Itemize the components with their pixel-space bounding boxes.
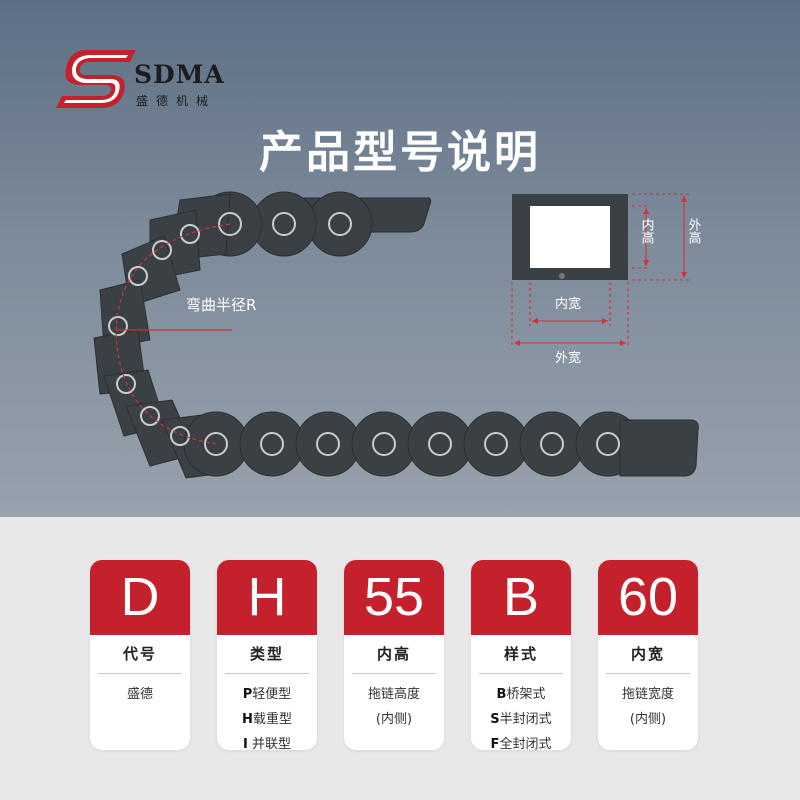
card-code: H <box>217 560 317 635</box>
card-divider <box>352 673 436 674</box>
chain-end-bracket-bottom <box>619 419 699 477</box>
outer-width-label: 外宽 <box>555 350 581 366</box>
option-item: F全封闭式 <box>490 737 552 750</box>
card-body: P轻便型 H载重型 I 并联型 <box>217 682 317 750</box>
chain-link <box>295 411 361 477</box>
inner-height-label: 内高 <box>639 217 655 244</box>
card-label: 内高 <box>376 645 411 663</box>
hero-section: SDMA 盛德机械 产品型号说明 <box>0 0 800 517</box>
page-title: 产品型号说明 <box>259 127 541 178</box>
section-side-left <box>512 194 530 280</box>
card-body: B桥架式 S半封闭式 F全封闭式 <box>471 682 571 750</box>
code-card-type: H 类型 P轻便型 H载重型 I 并联型 <box>217 560 317 750</box>
chain-link <box>407 411 473 477</box>
card-divider <box>98 673 182 674</box>
card-body: 拖链宽度 (内侧) <box>598 682 698 732</box>
chain-link <box>519 411 585 477</box>
inner-width-label: 内宽 <box>555 296 581 312</box>
card-line: 拖链高度 <box>367 687 420 702</box>
card-line: (内侧) <box>375 712 413 727</box>
card-body: 拖链高度 (内侧) <box>344 682 444 732</box>
brand-name-en: SDMA <box>134 60 225 89</box>
section-inner-space <box>530 206 610 268</box>
drag-chain-illustration: 弯曲半径R <box>93 191 699 479</box>
card-code: D <box>90 560 190 635</box>
brand-logo: SDMA 盛德机械 <box>56 48 246 110</box>
code-card-inner-width: 60 内宽 拖链宽度 (内侧) <box>598 560 698 750</box>
card-line: (内侧) <box>629 712 667 727</box>
card-code: 60 <box>598 560 698 635</box>
code-card-inner-height: 55 内高 拖链高度 (内侧) <box>344 560 444 750</box>
section-side-right <box>610 194 628 280</box>
option-item: I 并联型 <box>243 737 291 750</box>
chain-link <box>463 411 529 477</box>
section-bottom-bar <box>512 268 628 280</box>
option-item: H载重型 <box>242 712 292 727</box>
chain-link <box>239 411 305 477</box>
chain-link <box>351 411 417 477</box>
card-line: 拖链宽度 <box>621 687 674 702</box>
card-code: 55 <box>344 560 444 635</box>
card-divider <box>225 673 309 674</box>
chain-link <box>307 191 373 257</box>
card-divider <box>606 673 690 674</box>
outer-height-label: 外高 <box>686 218 702 244</box>
card-label: 代号 <box>122 645 157 663</box>
section-top-bar <box>512 194 628 206</box>
card-line: 盛德 <box>126 687 153 702</box>
code-card-style: B 样式 B桥架式 S半封闭式 F全封闭式 <box>471 560 571 750</box>
card-label: 类型 <box>249 645 284 663</box>
option-item: B桥架式 <box>496 687 546 702</box>
card-code: B <box>471 560 571 635</box>
card-label: 样式 <box>503 645 538 663</box>
card-body: 盛德 <box>90 682 190 707</box>
bend-radius-label: 弯曲半径R <box>186 296 256 314</box>
card-divider <box>479 673 563 674</box>
card-label: 内宽 <box>630 645 665 663</box>
option-item: P轻便型 <box>242 687 292 702</box>
brand-name-cn: 盛德机械 <box>136 94 217 108</box>
option-item: S半封闭式 <box>490 712 552 727</box>
code-card-series: D 代号 盛德 <box>90 560 190 750</box>
sdma-logo-icon <box>56 50 136 108</box>
cross-section-diagram: 内宽 外宽 内高 外高 <box>511 193 702 366</box>
